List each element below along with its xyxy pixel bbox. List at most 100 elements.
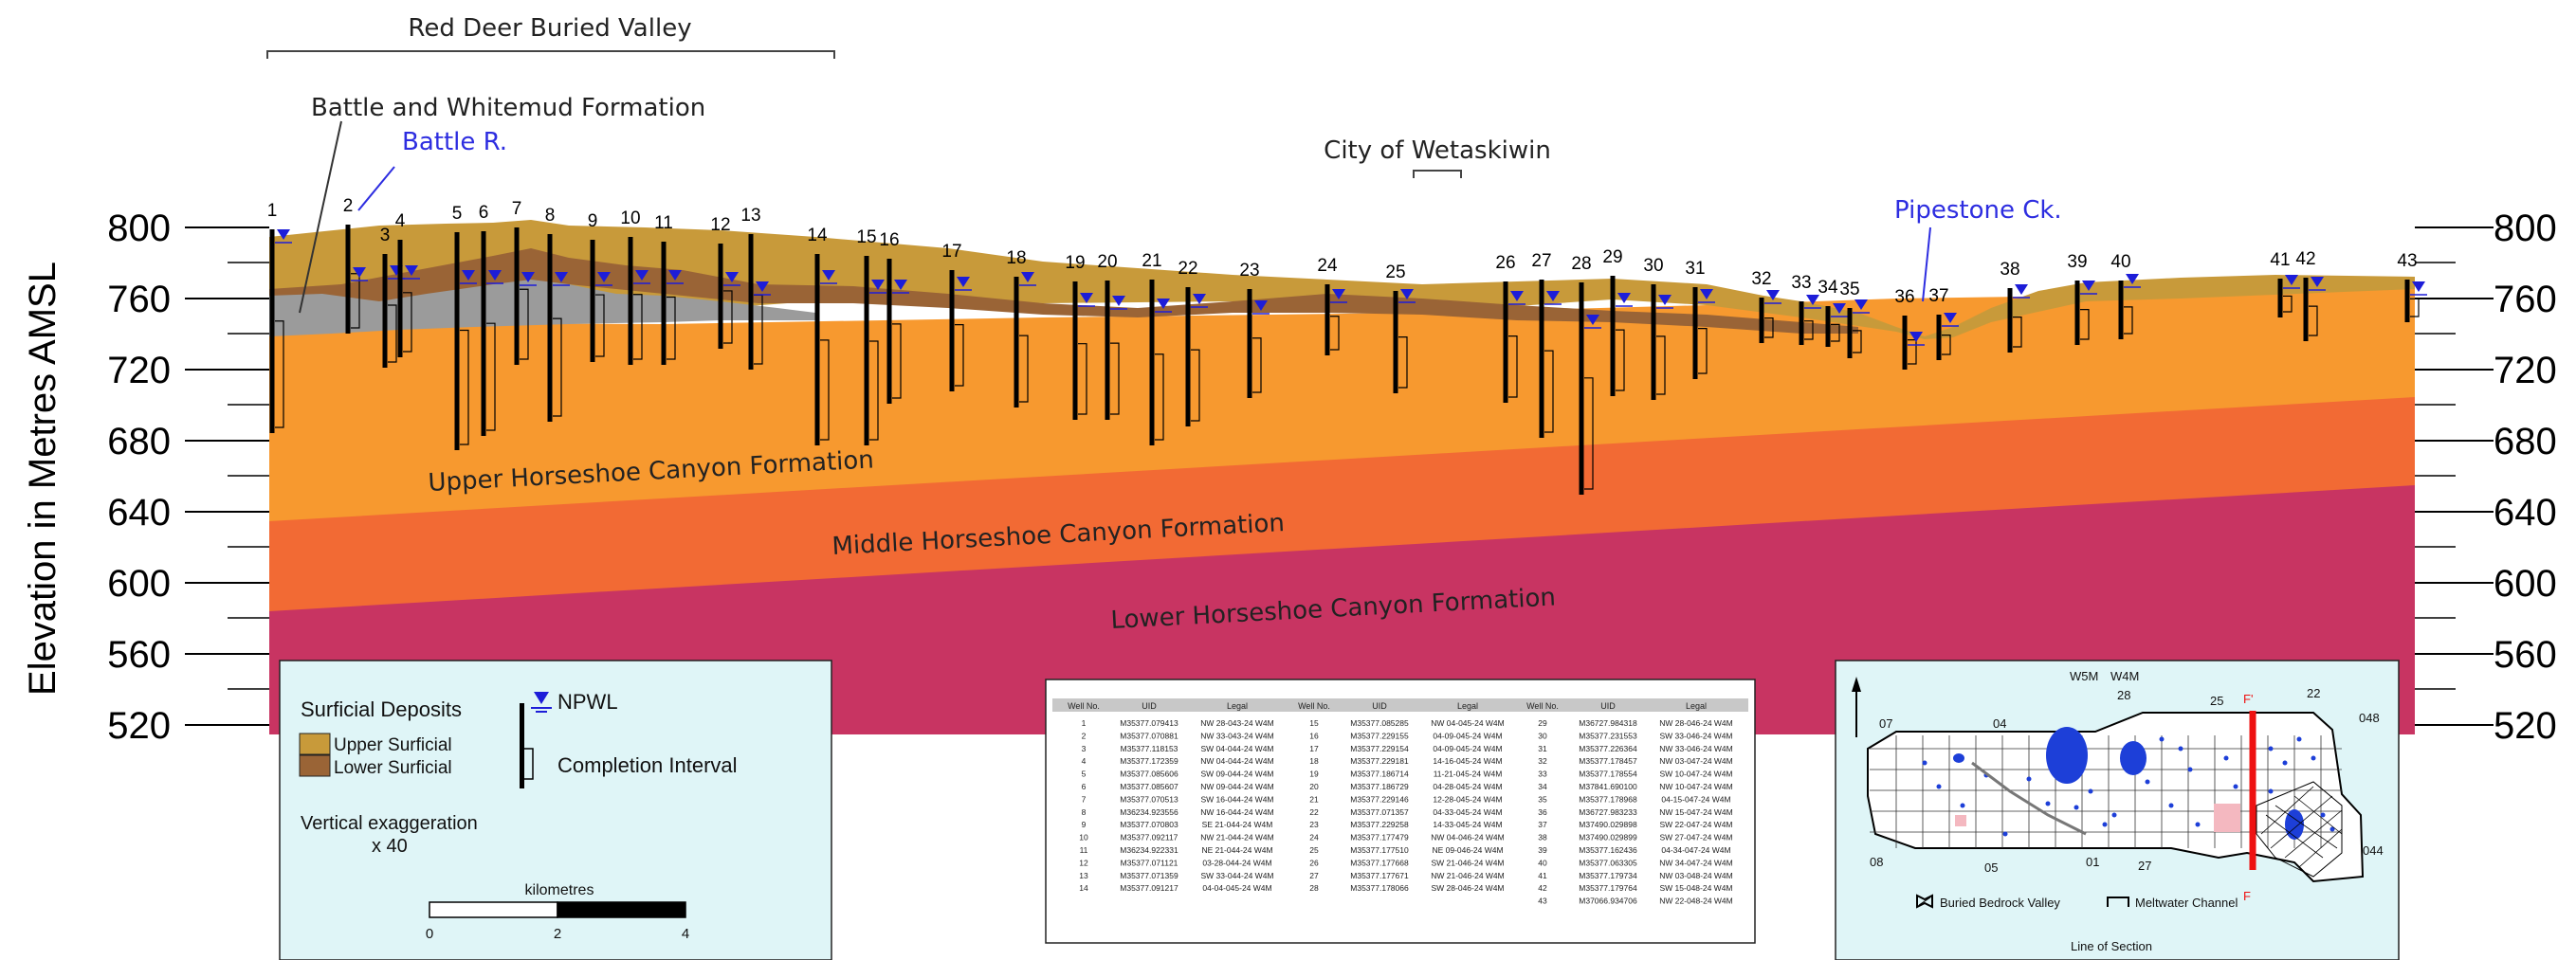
map-buried-bedrock-valley xyxy=(2256,781,2343,878)
well-bar xyxy=(949,270,955,391)
map-water-dot xyxy=(2223,755,2229,761)
completion-interval xyxy=(2309,305,2318,336)
wetaskiwin-bracket xyxy=(1413,170,1462,178)
well-bar xyxy=(1847,308,1853,358)
legend-lower-swatch xyxy=(299,754,331,777)
y-tick-label: 560 xyxy=(2494,634,2557,676)
completion-interval xyxy=(1656,335,1666,395)
well-table-header: UID xyxy=(1372,701,1387,711)
well-table-cell: M35377.071357 xyxy=(1350,807,1409,817)
well-table-cell: NW 03-047-24 W4M xyxy=(1659,756,1732,766)
y-tick-label: 720 xyxy=(2494,350,2557,391)
completion-interval xyxy=(2124,306,2133,335)
well-table-cell: 19 xyxy=(1309,770,1319,779)
completion-interval xyxy=(1078,343,1087,415)
legend-vert-exaggeration-value: x 40 xyxy=(372,836,408,857)
well-number-label: 25 xyxy=(1385,263,1405,282)
y-tick-labels-right: 800 760 720 680 640 600 560 520 xyxy=(2494,208,2557,747)
well-table-cell: 11 xyxy=(1080,845,1088,855)
well-table-cell: M37066.934706 xyxy=(1579,897,1637,906)
well-bar xyxy=(1014,277,1019,408)
npwl-marker-icon xyxy=(1909,332,1923,342)
well-table-cell: 34 xyxy=(1538,782,1547,791)
well-bar xyxy=(1610,276,1616,396)
well-table-cell: 04-34-047-24 W4M xyxy=(1661,845,1730,855)
well-number-label: 2 xyxy=(343,196,354,216)
well-number-label: 40 xyxy=(2110,252,2130,272)
well-bar xyxy=(514,227,520,365)
y-tick-label: 520 xyxy=(2494,705,2557,747)
well-table-cell: 21 xyxy=(1309,794,1319,804)
well-table-cell: M35377.229155 xyxy=(1350,731,1409,740)
npwl-marker-icon xyxy=(1766,290,1780,300)
well-number-label: 33 xyxy=(1791,273,1811,293)
well-table-cell: M35377.179734 xyxy=(1579,871,1637,880)
well-table-cell: 23 xyxy=(1309,820,1319,829)
npwl-marker-icon xyxy=(1833,303,1846,314)
map-water-dot xyxy=(2195,822,2201,827)
y-axis-right-minor xyxy=(2415,262,2456,690)
map-number: 07 xyxy=(1879,716,1892,731)
map-number: 08 xyxy=(1870,855,1883,869)
well-number-label: 24 xyxy=(1317,256,1338,276)
map-number: 01 xyxy=(2086,855,2099,869)
buried-valley-annotation: Red Deer Buried Valley xyxy=(266,14,835,59)
well-bar xyxy=(718,244,723,349)
well-table-cell: M35377.092117 xyxy=(1121,833,1178,842)
completion-interval xyxy=(351,273,360,329)
well-table-header: UID xyxy=(1142,701,1157,711)
well-table-cell: M35377.172359 xyxy=(1120,756,1178,766)
well-bar xyxy=(1539,280,1544,438)
middle-horseshoe-canyon-layer xyxy=(269,395,2415,611)
completion-interval xyxy=(2013,317,2022,348)
well-table-cell: SW 10-047-24 W4M xyxy=(1660,770,1733,779)
completion-interval xyxy=(1398,336,1408,389)
well-table-cell: M37490.029898 xyxy=(1579,820,1637,829)
scale-bar-title: kilometres xyxy=(525,882,594,898)
well-table-cell: NW 22-048-24 W4M xyxy=(1659,897,1732,906)
completion-interval xyxy=(2283,295,2293,313)
upper-horseshoe-canyon-layer xyxy=(269,284,2415,521)
well-bar xyxy=(2007,288,2013,353)
legend-panel: Surficial Deposits Upper Surficial Lower… xyxy=(279,660,832,960)
well-table-cell: NW 21-044-24 W4M xyxy=(1200,833,1273,842)
well-number-label: 23 xyxy=(1239,261,1259,281)
wetaskiwin-label: City of Wetaskiwin xyxy=(1324,136,1551,165)
well-table-cell: 10 xyxy=(1079,833,1088,842)
well-table-cell: NW 33-046-24 W4M xyxy=(1659,744,1732,753)
map-water-dot xyxy=(2045,801,2051,806)
npwl-marker-icon xyxy=(1700,289,1713,299)
well-table-cell: NW 04-045-24 W4M xyxy=(1431,718,1504,728)
well-table-cell: M35377.229181 xyxy=(1350,756,1409,766)
map-lake xyxy=(2046,727,2088,784)
north-arrow-head-icon xyxy=(1852,677,1861,692)
completion-interval xyxy=(2080,309,2090,340)
npwl-marker-icon xyxy=(1157,299,1170,309)
well-table-cell: M35377.229154 xyxy=(1350,744,1409,753)
npwl-marker-icon xyxy=(1510,291,1524,301)
well-table-cell: NW 04-044-24 W4M xyxy=(1200,756,1273,766)
npwl-marker-icon xyxy=(2126,274,2139,284)
map-water-dot xyxy=(2187,767,2193,772)
npwl-marker-icon xyxy=(277,229,290,240)
well-table-header: Legal xyxy=(1457,701,1478,711)
well-number-label: 35 xyxy=(1839,280,1859,299)
well-table-cell: M35377.177668 xyxy=(1350,858,1409,867)
well-number-label: 3 xyxy=(380,226,391,245)
map-township-grid xyxy=(1870,735,2342,848)
map-meltwater-channel xyxy=(1971,761,2087,836)
well-bar xyxy=(345,225,351,334)
bedrock-valley-legend-icon xyxy=(1916,894,1933,909)
y-tick-label: 520 xyxy=(107,705,171,747)
well-table-cell: M35377.085606 xyxy=(1120,770,1178,779)
well-number-label: 11 xyxy=(654,213,673,233)
well-number-label: 42 xyxy=(2295,249,2315,269)
completion-interval xyxy=(486,322,496,431)
completion-interval xyxy=(275,320,284,428)
buried-valley-bracket xyxy=(266,50,835,59)
well-number-label: 41 xyxy=(2270,250,2290,270)
well-table-cell: 24 xyxy=(1309,833,1319,842)
well-table-cell: M35377.226364 xyxy=(1579,744,1637,753)
y-tick-label: 720 xyxy=(107,350,171,391)
